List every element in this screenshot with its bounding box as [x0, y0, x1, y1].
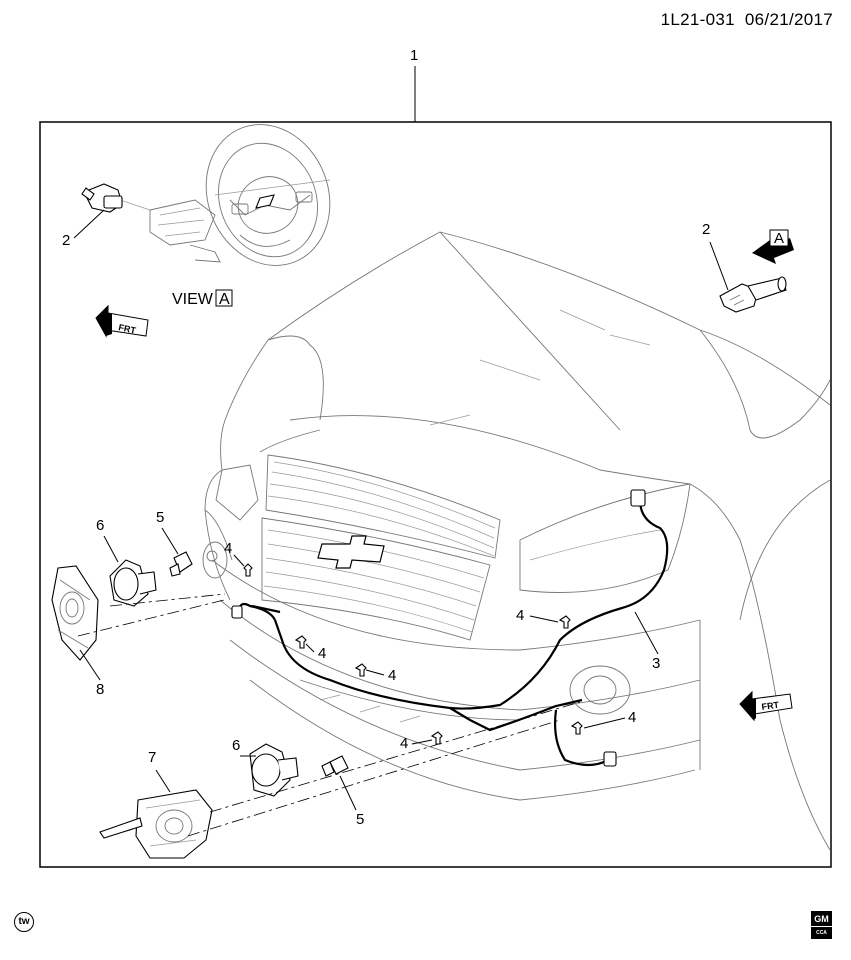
- callout-4f: 4: [400, 735, 408, 752]
- part-2-switch-inset: [81, 183, 123, 213]
- part-2-switch: [719, 276, 787, 313]
- callout-7: 7: [148, 749, 156, 766]
- part-5-bulb-bottom: [321, 755, 349, 777]
- leader-2b: [709, 241, 729, 291]
- view-ref-box: [215, 289, 233, 307]
- callout-5a: 5: [156, 509, 164, 526]
- diagram-frame: [39, 121, 832, 868]
- leader-4e: [583, 717, 626, 729]
- callout-6a: 6: [96, 517, 104, 534]
- grille: [261, 454, 501, 641]
- leader-4a: [233, 554, 245, 567]
- diagram-header: 1L21-031 06/21/2017: [661, 10, 833, 30]
- view-a-arrow-ref: A: [774, 230, 784, 247]
- part-5-bulb-left: [169, 551, 193, 577]
- centerline-left-upper: [109, 593, 226, 607]
- view-label-ref: A: [219, 291, 230, 308]
- callout-6b: 6: [232, 737, 240, 754]
- view-label: VIEW: [172, 291, 214, 308]
- diagram-code: 1L21-031: [660, 10, 735, 29]
- part-6-fog-lamp-left: [109, 559, 157, 607]
- gm-logo-sub: CCA: [811, 926, 832, 938]
- centerline-bottom-upper: [209, 701, 581, 813]
- leader-6a: [103, 535, 119, 563]
- gm-logo: GM CCA: [811, 911, 832, 939]
- leader-3: [634, 611, 659, 655]
- frt-label: FRT: [118, 322, 138, 336]
- callout-2a: 2: [62, 232, 70, 249]
- leader-4c: [305, 643, 315, 653]
- callout-4c: 4: [318, 645, 326, 662]
- gm-logo-text: GM: [814, 914, 829, 924]
- callout-4b: 4: [516, 607, 524, 624]
- centerline-left-lower: [77, 599, 225, 637]
- callout-5b: 5: [356, 811, 364, 828]
- tw-mark: tw: [14, 912, 34, 932]
- part-3-harness: [231, 489, 669, 767]
- callout-4a: 4: [224, 540, 232, 557]
- callout-4e: 4: [628, 709, 636, 726]
- centerline-bottom-lower: [187, 719, 561, 837]
- leader-4d: [365, 669, 385, 676]
- steering-wheel-inset: [119, 124, 331, 266]
- callout-2b: 2: [702, 221, 710, 238]
- callout-1: 1: [410, 47, 418, 64]
- leader-2a: [73, 209, 105, 239]
- leader-5b: [339, 775, 357, 811]
- callout-3: 3: [652, 655, 660, 672]
- leader-5a: [161, 527, 179, 555]
- vehicle-body: [202, 231, 831, 851]
- front-direction-arrow: FRT: [95, 304, 149, 338]
- leader-7: [155, 769, 171, 793]
- view-a-arrow: A: [752, 229, 794, 264]
- part-8-bezel-left: [51, 565, 99, 661]
- leader-8: [79, 649, 101, 681]
- diagram-date: 06/21/2017: [744, 10, 833, 29]
- callout-8: 8: [96, 681, 104, 698]
- frt-label-right: FRT: [761, 700, 780, 712]
- leader-4b: [529, 615, 559, 623]
- part-6-fog-lamp-bottom: [249, 743, 299, 797]
- part-4-clips: [243, 563, 583, 745]
- part-7-bezel-bottom: [99, 789, 213, 859]
- front-direction-arrow-right: FRT: [739, 690, 793, 722]
- callout-4d: 4: [388, 667, 396, 684]
- leader-4f: [411, 739, 433, 745]
